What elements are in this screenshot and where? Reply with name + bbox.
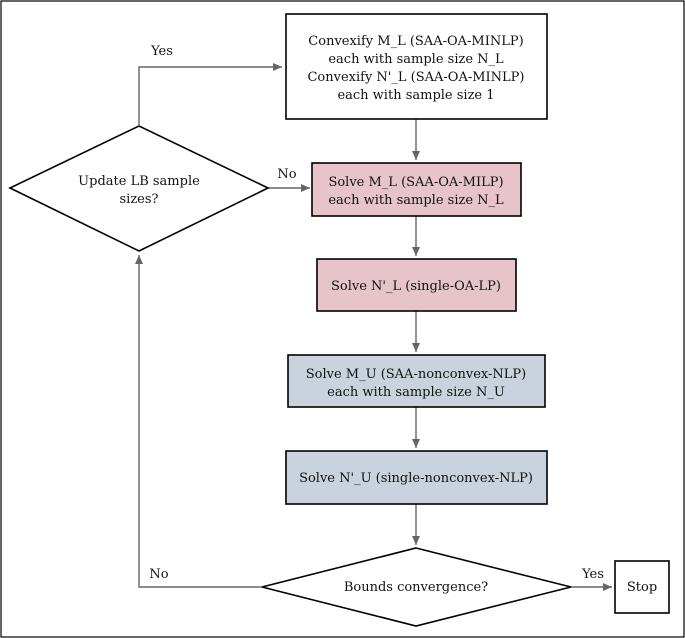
update-lb-line-1: Update LB sample	[78, 174, 200, 189]
solve-mu-line-1: Solve M_U (SAA-nonconvex-NLP)	[306, 367, 527, 382]
solve-ml-line-2: each with sample size N_L	[328, 193, 504, 208]
edge-bounds-to-update	[135, 255, 262, 588]
update-lb-decision: Update LB sample sizes?	[8, 125, 270, 252]
edge-update-to-convexify	[138, 63, 282, 125]
solve-ml-line-1: Solve M_L (SAA-OA-MILP)	[328, 175, 503, 190]
update-lb-line-2: sizes?	[119, 192, 158, 207]
solve-nu-box	[285, 450, 548, 505]
solve-mu-line-2: each with sample size N_U	[327, 385, 505, 400]
stop-label: Stop	[627, 580, 657, 595]
convexify-line-1: Convexify M_L (SAA-OA-MINLP)	[308, 34, 523, 49]
solve-mu-node: Solve M_U (SAA-nonconvex-NLP) each with …	[287, 354, 546, 408]
solve-ml-box	[311, 162, 522, 217]
convexify-line-4: each with sample size 1	[337, 88, 494, 103]
solve-ml-node: Solve M_L (SAA-OA-MILP) each with sample…	[311, 162, 522, 217]
stop-node: Stop	[614, 560, 670, 614]
solve-nu-line-1: Solve N'_U (single-nonconvex-NLP)	[299, 471, 533, 486]
solve-nl-line-1: Solve N'_L (single-OA-LP)	[331, 279, 501, 294]
solve-mu-box	[287, 354, 546, 408]
stop-box	[614, 560, 670, 614]
bounds-decision: Bounds convergence?	[261, 547, 572, 627]
edge-label-yes-top: Yes	[150, 44, 173, 59]
edge-label-no-update: No	[277, 167, 296, 182]
solve-nl-box	[316, 258, 517, 312]
solve-nl-node: Solve N'_L (single-OA-LP)	[316, 258, 517, 312]
convexify-node: Convexify M_L (SAA-OA-MINLP) each with s…	[285, 13, 548, 120]
bounds-line-1: Bounds convergence?	[344, 580, 488, 595]
bounds-diamond	[261, 547, 572, 627]
convexify-line-3: Convexify N'_L (SAA-OA-MINLP)	[307, 70, 524, 85]
edge-label-no-bounds: No	[149, 567, 168, 582]
solve-nu-node: Solve N'_U (single-nonconvex-NLP)	[285, 450, 548, 505]
convexify-line-2: each with sample size N_L	[328, 52, 504, 67]
convexify-box	[285, 13, 548, 120]
update-lb-diamond	[8, 125, 270, 252]
edge-label-yes-stop: Yes	[581, 567, 604, 582]
